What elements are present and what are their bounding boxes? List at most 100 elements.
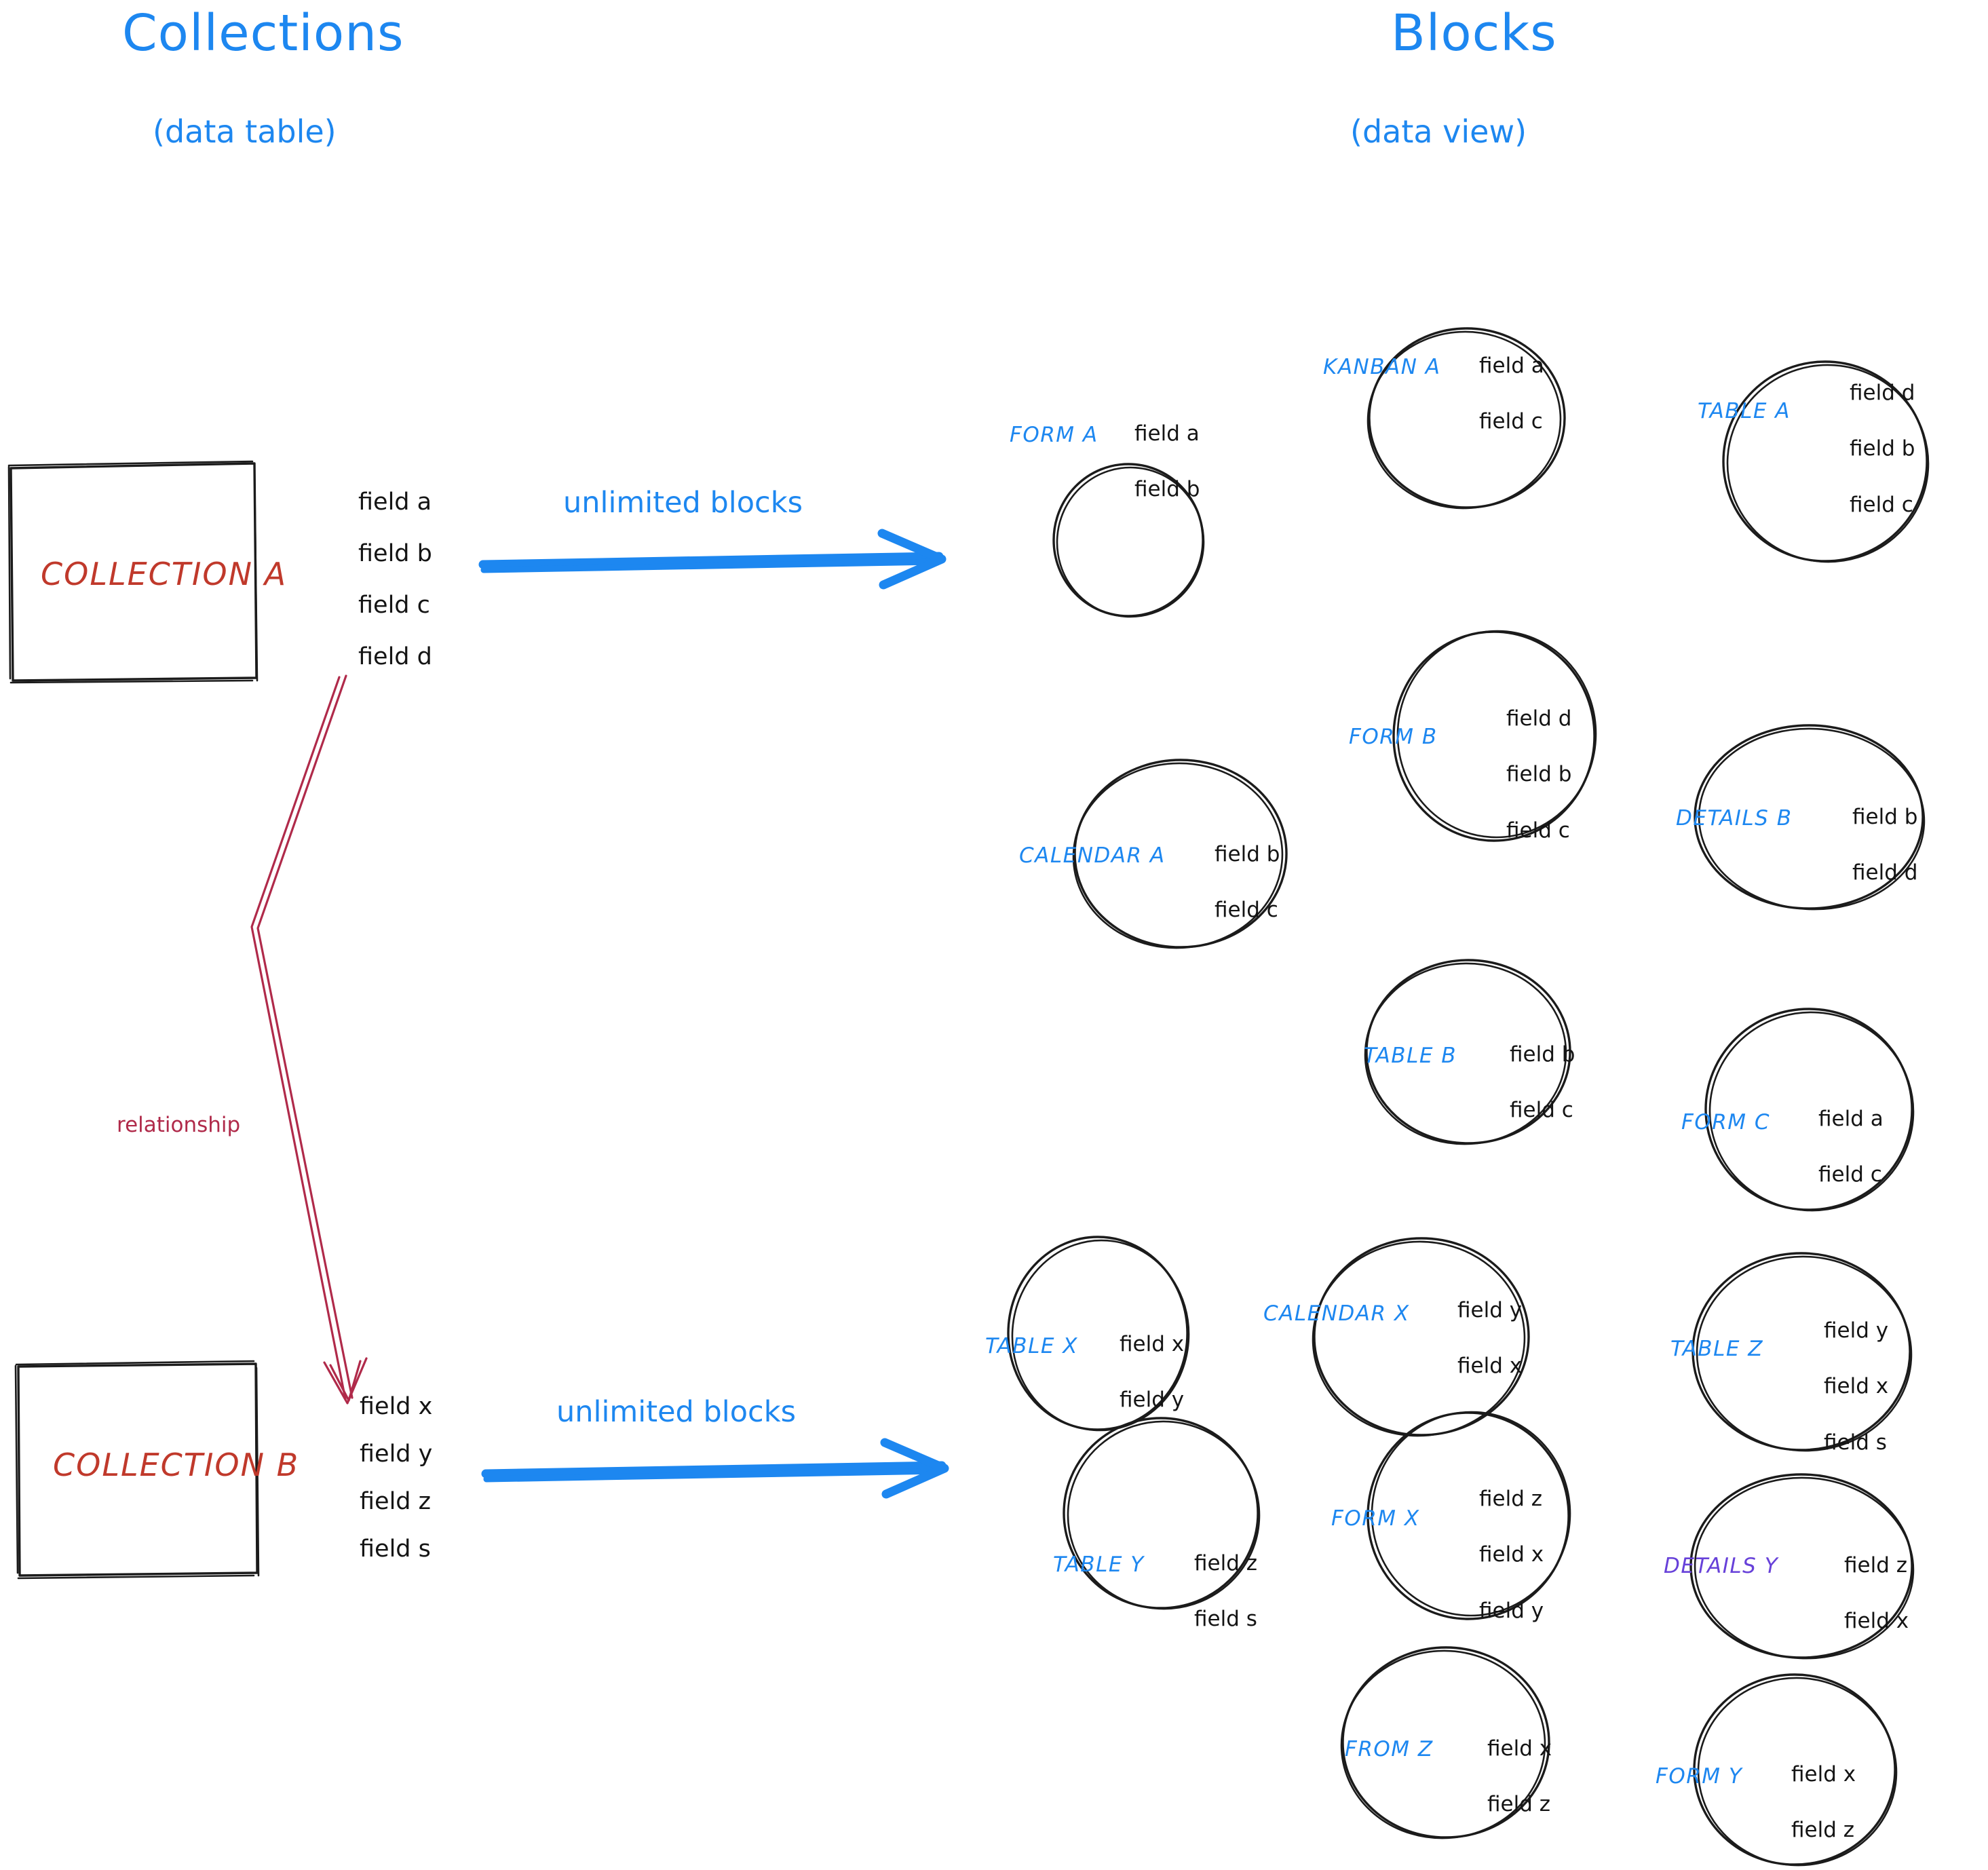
block-label: TABLE Z	[1670, 1337, 1764, 1361]
relationship-arrow	[250, 674, 368, 1405]
collection-b-field: field x	[360, 1393, 433, 1420]
block-field: field y	[1824, 1318, 1889, 1343]
arrow-unlimited-blocks-top	[478, 529, 947, 590]
block-ellipse-kanban-a	[1366, 327, 1566, 510]
block-label: FORM B	[1349, 725, 1438, 749]
block-field: field b	[1852, 804, 1918, 829]
block-field-list: field d field b field c	[1850, 353, 1915, 544]
collection-b-name: COLLECTION B	[53, 1447, 300, 1483]
block-field-list: field z field x field y	[1479, 1459, 1544, 1650]
block-field: field c	[1818, 1162, 1882, 1187]
block-field-list: field d field b field c	[1506, 679, 1571, 870]
page-subtitle-collections: (data table)	[153, 113, 337, 150]
block-field: field c	[1506, 818, 1570, 843]
block-label: TABLE A	[1698, 399, 1791, 423]
block-field: field c	[1850, 492, 1913, 517]
block-field-list: field y field x	[1457, 1270, 1522, 1406]
block-label: FORM Y	[1656, 1764, 1743, 1789]
block-field: field b	[1850, 436, 1915, 461]
block-field: field a	[1134, 421, 1200, 446]
block-field: field z	[1479, 1486, 1543, 1511]
block-ellipse-form-a	[1052, 463, 1205, 618]
block-field: field x	[1791, 1761, 1856, 1787]
diagram-canvas: Collections (data table) Blocks (data vi…	[7, 4, 1930, 1867]
block-label: FORM A	[1010, 423, 1098, 447]
block-field: field c	[1510, 1098, 1573, 1123]
block-label: FROM Z	[1345, 1737, 1434, 1761]
arrow-unlimited-blocks-bottom	[481, 1438, 949, 1499]
block-field-list: field a field c	[1818, 1079, 1884, 1215]
block-field: field c	[1479, 409, 1543, 434]
block-field: field x	[1120, 1331, 1185, 1356]
page-title-collections: Collections	[122, 4, 404, 62]
block-field: field b	[1506, 762, 1572, 787]
block-field-list: field z field x	[1844, 1525, 1909, 1661]
block-ellipses-bottom	[1007, 1236, 1915, 1867]
collection-a-field: field a	[358, 489, 432, 516]
block-label: CALENDAR X	[1263, 1301, 1410, 1326]
block-field: field z	[1844, 1552, 1908, 1578]
block-label: CALENDAR A	[1019, 843, 1166, 868]
block-field: field x	[1844, 1609, 1909, 1634]
block-field-list: field x field z	[1791, 1734, 1856, 1870]
block-ellipse-table-z	[1691, 1252, 1913, 1452]
block-label: TABLE X	[985, 1334, 1079, 1358]
collection-a-field: field c	[358, 592, 430, 619]
block-field: field d	[1850, 380, 1915, 405]
arrow-label-unlimited-blocks-bottom: unlimited blocks	[556, 1395, 797, 1429]
block-field-list: field b field c	[1510, 1014, 1575, 1150]
block-field: field y	[1457, 1297, 1523, 1322]
block-field: field a	[1479, 353, 1544, 378]
collection-b-field: field y	[360, 1440, 433, 1468]
block-field: field b	[1134, 477, 1200, 502]
collection-a-box	[7, 460, 259, 684]
block-field: field x	[1487, 1736, 1552, 1761]
collection-a-name: COLLECTION A	[41, 556, 288, 592]
collection-b-field: field z	[360, 1488, 432, 1515]
block-ellipses-top	[1052, 327, 1930, 1212]
block-field: field z	[1487, 1792, 1551, 1817]
arrow-label-unlimited-blocks-top: unlimited blocks	[563, 486, 803, 520]
block-ellipse-calendar-a	[1072, 759, 1288, 949]
block-label: FORM C	[1681, 1110, 1771, 1134]
block-ellipse-details-y	[1689, 1473, 1915, 1660]
block-ellipse-form-c	[1704, 1008, 1915, 1212]
block-field-list: field x field z	[1487, 1709, 1552, 1844]
block-label: DETAILS B	[1676, 806, 1793, 831]
block-ellipse-table-x	[1007, 1236, 1190, 1432]
relationship-label: relationship	[117, 1113, 241, 1137]
collection-a-field: field b	[358, 540, 432, 567]
block-field: field z	[1194, 1550, 1258, 1576]
block-field-list: field b field d	[1852, 777, 1917, 913]
block-field-list: field z field s	[1194, 1523, 1257, 1659]
block-label: FORM X	[1331, 1506, 1420, 1531]
block-ellipse-table-b	[1364, 959, 1571, 1145]
sketch-layer	[7, 327, 1930, 1867]
block-ellipse-details-b	[1694, 724, 1926, 911]
block-ellipse-table-y	[1063, 1417, 1261, 1610]
block-field: field c	[1215, 898, 1278, 923]
block-field: field d	[1852, 860, 1918, 885]
block-field: field a	[1818, 1106, 1884, 1131]
block-ellipse-form-x	[1366, 1411, 1571, 1620]
block-ellipse-calendar-x	[1312, 1237, 1530, 1437]
collection-a-field: field d	[358, 643, 432, 670]
collection-b-field: field s	[360, 1535, 431, 1563]
block-field-list: field a field b	[1134, 394, 1200, 529]
block-label: TABLE Y	[1053, 1552, 1145, 1577]
page-subtitle-blocks: (data view)	[1350, 113, 1527, 150]
block-field-list: field b field c	[1215, 814, 1280, 950]
block-field: field b	[1510, 1042, 1575, 1067]
collection-b-box	[14, 1360, 260, 1580]
block-field: field x	[1457, 1354, 1523, 1379]
block-field: field y	[1120, 1388, 1185, 1413]
block-label: TABLE B	[1364, 1044, 1457, 1068]
block-field: field d	[1506, 706, 1572, 731]
block-label: KANBAN A	[1323, 355, 1441, 379]
block-field: field x	[1824, 1374, 1889, 1399]
block-field: field s	[1194, 1607, 1257, 1632]
block-field-list: field a field c	[1479, 326, 1544, 461]
block-ellipse-table-a	[1722, 360, 1930, 563]
block-field: field z	[1791, 1818, 1855, 1843]
page-title-blocks: Blocks	[1391, 4, 1557, 62]
